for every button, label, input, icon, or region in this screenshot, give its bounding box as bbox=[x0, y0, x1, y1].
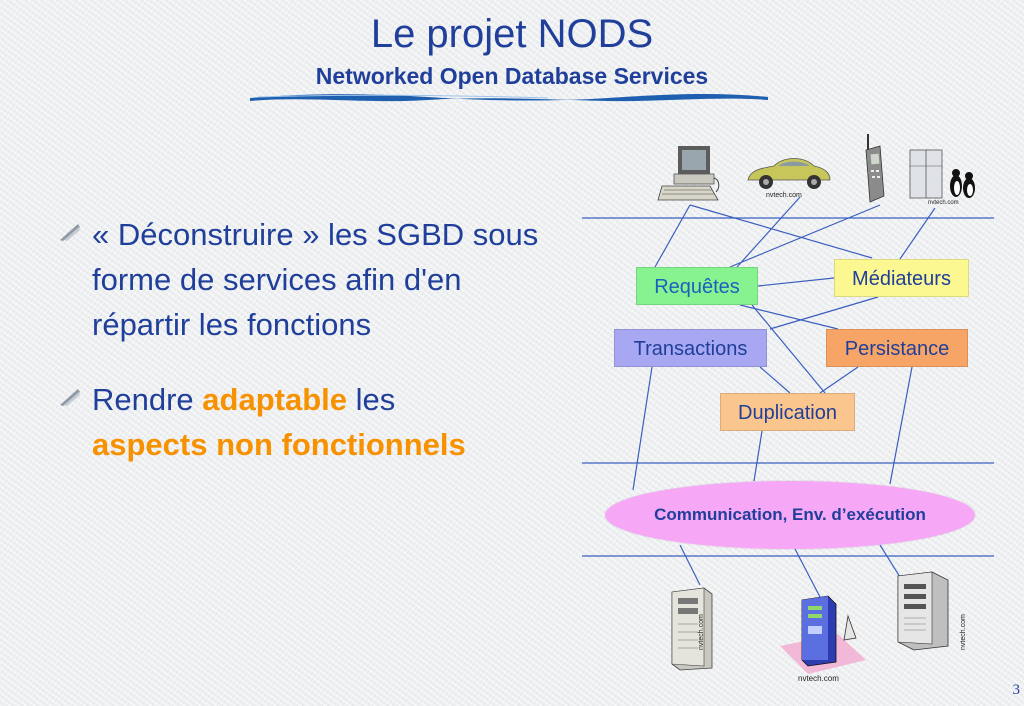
server-tower-right-icon bbox=[897, 571, 949, 651]
bullet-text-middle: les bbox=[347, 382, 396, 417]
bullet-text: « Déconstruire » les SGBD sous forme de … bbox=[92, 217, 539, 342]
bullet-item: Rendre adaptable les aspects non fonctio… bbox=[58, 377, 558, 467]
refrigerator-penguins-icon bbox=[909, 149, 975, 199]
persistance-box: Persistance bbox=[826, 329, 968, 367]
bullet-highlight-adaptable: adaptable bbox=[202, 382, 348, 417]
server-mid-credit: nvtech.com bbox=[798, 674, 839, 683]
fridge-credit: nvtech.com bbox=[928, 200, 959, 206]
server-left-credit: nvtech.com bbox=[698, 614, 705, 650]
quill-bullet-icon bbox=[60, 389, 80, 406]
server-right-credit: nvtech.com bbox=[960, 614, 967, 650]
communication-ellipse: Communication, Env. d’exécution bbox=[605, 481, 975, 549]
slide-title: Le projet NODS bbox=[370, 12, 654, 56]
requetes-box: Requêtes bbox=[636, 267, 758, 305]
car-credit: nvtech.com bbox=[766, 192, 802, 199]
bullet-item: « Déconstruire » les SGBD sous forme de … bbox=[58, 212, 558, 347]
duplication-box: Duplication bbox=[720, 393, 855, 431]
page-number: 3 bbox=[1012, 682, 1021, 698]
car-icon bbox=[747, 158, 831, 189]
bullet-list: « Déconstruire » les SGBD sous forme de … bbox=[58, 212, 558, 497]
computer-icon bbox=[657, 146, 720, 201]
mediateurs-box: Médiateurs bbox=[834, 259, 969, 297]
server-tower-mid-icon bbox=[780, 595, 866, 674]
transactions-box: Transactions bbox=[614, 329, 767, 367]
title-underline-wave bbox=[250, 94, 768, 102]
server-tower-left-icon bbox=[671, 587, 713, 671]
quill-bullet-icon bbox=[60, 224, 80, 241]
slide-subtitle: Networked Open Database Services bbox=[315, 63, 709, 89]
bullet-highlight-aspects: aspects non fonctionnels bbox=[92, 427, 466, 462]
bullet-text-prefix: Rendre bbox=[92, 382, 203, 417]
mobile-phone-icon bbox=[865, 134, 885, 203]
